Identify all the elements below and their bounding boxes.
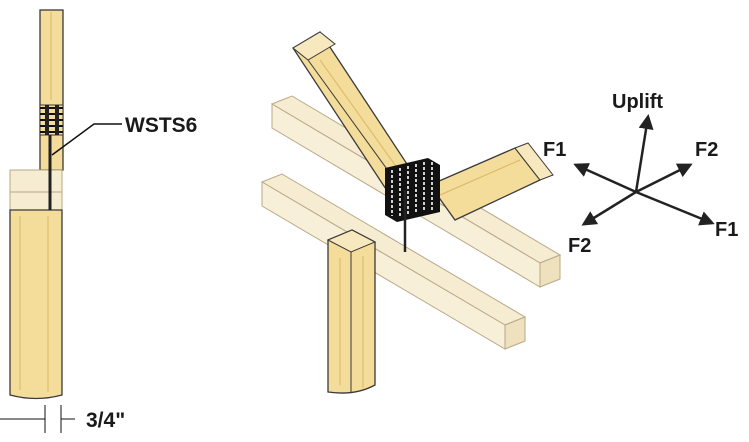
f2-right-arrow bbox=[635, 163, 693, 194]
connector-plate bbox=[385, 158, 440, 222]
f1-left-arrow bbox=[573, 163, 637, 194]
f2-left-arrow bbox=[581, 190, 637, 226]
f2-right-label: F2 bbox=[695, 139, 718, 161]
isometric-view bbox=[260, 31, 562, 394]
uplift-arrow bbox=[634, 114, 654, 193]
wsts6-screw-threads bbox=[39, 104, 64, 136]
lower-post bbox=[9, 209, 63, 400]
fastener-label: WSTS6 bbox=[125, 114, 197, 137]
side-elevation-view: WSTS6 3/4" bbox=[0, 9, 197, 433]
f1-right-label: F1 bbox=[715, 219, 738, 241]
f2-left-label: F2 bbox=[568, 235, 591, 257]
fastener-leader-line bbox=[51, 123, 122, 156]
force-diagram: Uplift F1 F2 F2 F1 bbox=[543, 91, 738, 257]
dimension-label: 3/4" bbox=[86, 409, 125, 432]
uplift-label: Uplift bbox=[612, 91, 663, 113]
f1-left-label: F1 bbox=[543, 139, 566, 161]
ghost-plate-block bbox=[9, 169, 63, 211]
dimension-marker bbox=[0, 405, 75, 433]
f1-right-arrow bbox=[635, 190, 715, 226]
